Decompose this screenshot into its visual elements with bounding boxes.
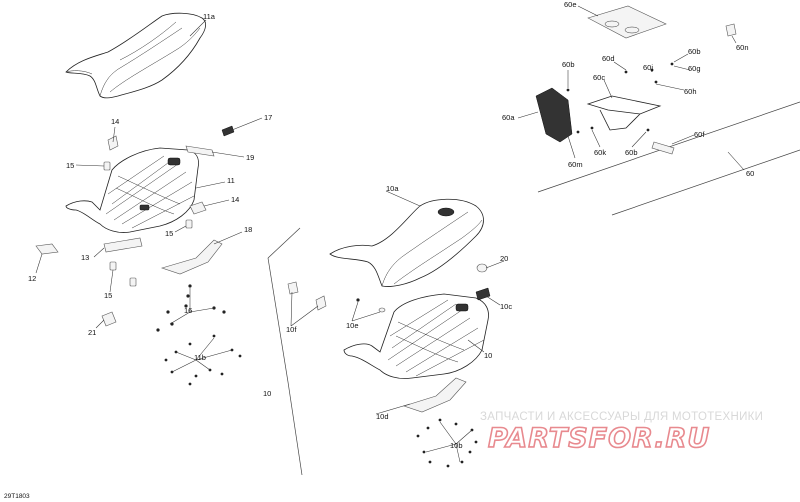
grommet-15d	[129, 277, 137, 287]
handle-60a	[535, 87, 573, 143]
callout-14a: 14	[111, 117, 119, 126]
callout-60b-2: 60b	[688, 47, 701, 56]
callout-60d: 60d	[602, 54, 615, 63]
callout-10f: 10f	[286, 325, 297, 334]
callout-10a: 10a	[386, 184, 399, 193]
callout-10d: 10d	[376, 412, 389, 421]
callout-10c: 10c	[500, 302, 512, 311]
rack-plate-60e	[587, 5, 667, 39]
grommet-15c	[109, 261, 117, 271]
callout-60h: 60h	[684, 87, 697, 96]
clip-14a	[107, 135, 119, 151]
callout-60b-3: 60b	[625, 148, 638, 157]
clip-10f-a	[287, 281, 299, 295]
callout-10-group: 10	[263, 389, 271, 398]
callout-labels: 11a 14 17 15 19 11 14 15 18 13 12 15 16 …	[28, 0, 754, 450]
watermark: ЗАПЧАСТИ И АКСЕССУАРЫ ДЛЯ МОТОТЕХНИКИ PA…	[480, 411, 763, 455]
callout-60j: 60j	[643, 63, 653, 72]
callout-60c: 60c	[593, 73, 605, 82]
plate-13	[103, 237, 143, 253]
group-line-10	[267, 257, 303, 476]
watermark-logo: PARTSFOR.RU	[488, 423, 710, 454]
callout-14b: 14	[231, 195, 239, 204]
callout-60m: 60m	[568, 160, 583, 169]
callout-10b: 10b	[450, 441, 463, 450]
latch-10c	[475, 287, 491, 301]
callout-19: 19	[246, 153, 254, 162]
callout-21: 21	[88, 328, 96, 337]
callout-15a: 15	[66, 161, 74, 170]
pad-21	[101, 311, 117, 327]
callout-12: 12	[28, 274, 36, 283]
callout-15c: 15	[104, 291, 112, 300]
bolt-cluster-10b	[416, 418, 478, 468]
left-hardware	[35, 125, 235, 327]
leader-lines	[35, 5, 745, 463]
callout-11a: 11a	[203, 12, 216, 21]
callout-10: 10	[484, 351, 492, 360]
callout-15b: 15	[165, 229, 173, 238]
washer-10e	[378, 307, 386, 313]
callout-18: 18	[244, 225, 252, 234]
frame-60c	[586, 95, 662, 131]
clip-14b	[189, 201, 207, 215]
callout-60e: 60e	[564, 0, 577, 9]
callout-60: 60	[746, 169, 754, 178]
seat-base-11	[65, 147, 199, 233]
callout-13: 13	[81, 253, 89, 262]
watermark-tagline: ЗАПЧАСТИ И АКСЕССУАРЫ ДЛЯ МОТОТЕХНИКИ	[480, 411, 763, 423]
rack-parts-60	[535, 5, 737, 155]
clip-10f-b	[315, 295, 327, 311]
trim-60f	[651, 141, 675, 155]
callout-60f: 60f	[694, 130, 705, 139]
latch-17	[221, 125, 235, 137]
callout-60g: 60g	[688, 64, 701, 73]
callout-16: 16	[184, 306, 192, 315]
bolt-10e	[356, 298, 360, 302]
callout-60a: 60a	[502, 113, 515, 122]
liner-10d	[403, 377, 467, 413]
bracket-19	[185, 145, 215, 157]
callout-11: 11	[227, 176, 235, 185]
seat-base-10	[343, 293, 489, 379]
bracket-12	[35, 243, 59, 255]
callout-60k: 60k	[594, 148, 606, 157]
callout-11b: 11b	[194, 353, 206, 362]
grommet-15b	[185, 219, 193, 229]
seat-cover-11a	[65, 12, 206, 99]
center-hardware	[287, 263, 491, 413]
callout-20: 20	[500, 254, 508, 263]
cap-60n	[725, 23, 737, 37]
drawing-code: 29T1803	[4, 493, 30, 500]
group-line-10-upper	[267, 227, 301, 259]
liner-18	[160, 239, 223, 275]
group-line-60-lower	[611, 149, 800, 216]
grommet-15a	[103, 161, 111, 171]
callout-10e: 10e	[346, 321, 359, 330]
callout-60n: 60n	[736, 43, 749, 52]
bumper-20	[476, 263, 488, 273]
callout-17: 17	[264, 113, 272, 122]
callout-60b-1: 60b	[562, 60, 575, 69]
seat-cover-10a	[329, 198, 484, 287]
